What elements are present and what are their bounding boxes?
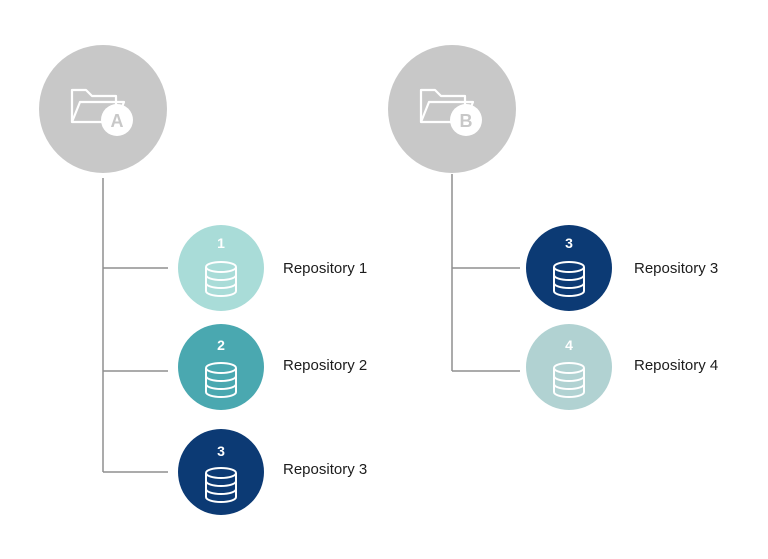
group-badge-circle [450, 104, 482, 136]
repository-circle [178, 324, 264, 410]
repository-node: 1 Repository 1 [178, 225, 367, 311]
repository-circle [178, 225, 264, 311]
group-badge-label: A [111, 111, 124, 131]
repository-number: 3 [217, 443, 225, 459]
repository-number: 2 [217, 337, 225, 353]
repository-number: 1 [217, 235, 225, 251]
group-badge-label: B [460, 111, 473, 131]
repository-label: Repository 3 [634, 260, 718, 277]
repository-label: Repository 3 [283, 461, 367, 478]
repository-node: 3 Repository 3 [178, 429, 367, 515]
group-circle [39, 45, 167, 173]
repository-circle [178, 429, 264, 515]
repository-circle [526, 225, 612, 311]
group-badge-circle [101, 104, 133, 136]
repository-number: 4 [565, 337, 573, 353]
group-circle [388, 45, 516, 173]
repository-node: 3 Repository 3 [526, 225, 718, 311]
connector-lines [102, 178, 168, 473]
repository-label: Repository 2 [283, 357, 367, 374]
repository-number: 3 [565, 235, 573, 251]
repository-node: 2 Repository 2 [178, 324, 367, 410]
group-a: A 1 Repository 1 2 Repository 2 3 Reposi… [39, 45, 367, 515]
repository-circle [526, 324, 612, 410]
group-b: B 3 Repository 3 4 Repository 4 [388, 45, 718, 410]
connector-lines [451, 174, 520, 372]
repository-label: Repository 1 [283, 260, 367, 277]
repository-node: 4 Repository 4 [526, 324, 718, 410]
repository-label: Repository 4 [634, 357, 718, 374]
